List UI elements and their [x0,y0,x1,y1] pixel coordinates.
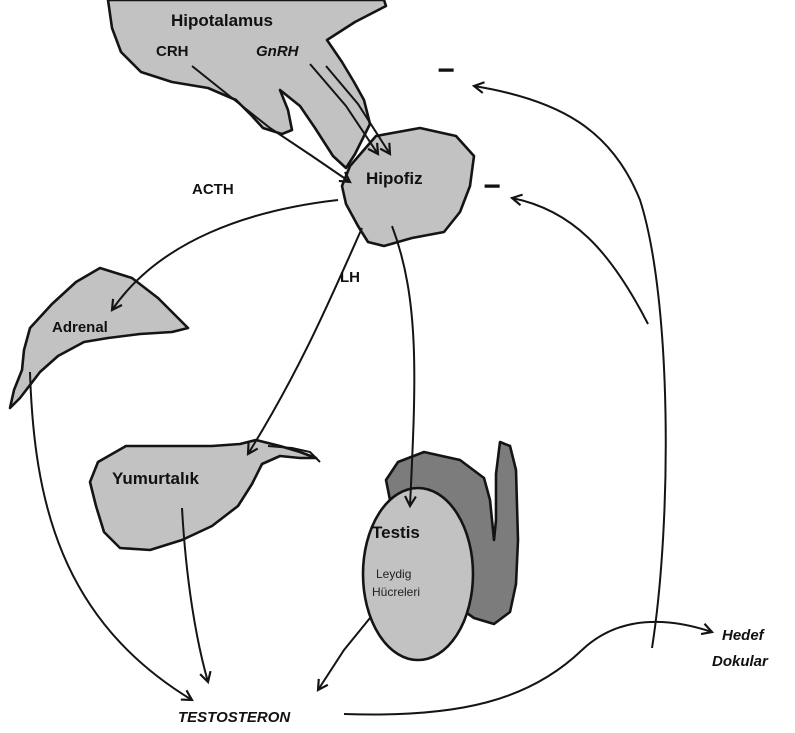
leydig-label-line1: Leydig [376,567,411,581]
hypothalamus-label: Hipotalamus [171,11,273,30]
gnrh-label: GnRH [256,43,300,60]
ovary-label: Yumurtalık [112,469,199,488]
pituitary-feedback-sign: − [483,170,501,203]
leydig-label-line2: Hücreleri [372,585,420,599]
pituitary-label: Hipofiz [366,169,423,188]
ovary-shape [90,440,316,550]
target-tissues-label-line1: Hedef [722,627,766,644]
testis-testosterone-arrow [318,618,370,690]
testis-label: Testis [372,523,420,542]
crh-label: CRH [156,43,189,60]
hypothalamus-feedback-sign: − [437,54,455,87]
feedback-pituitary-arrow [512,198,648,324]
acth-label: ACTH [192,181,234,198]
adrenal-shape [10,268,188,408]
lh-label: LH [340,269,360,286]
target-tissues-label-line2: Dokular [712,653,769,670]
adrenal-label: Adrenal [52,319,108,336]
lh-ovary-arrow [248,228,362,454]
testosterone-label: TESTOSTERON [178,709,291,726]
